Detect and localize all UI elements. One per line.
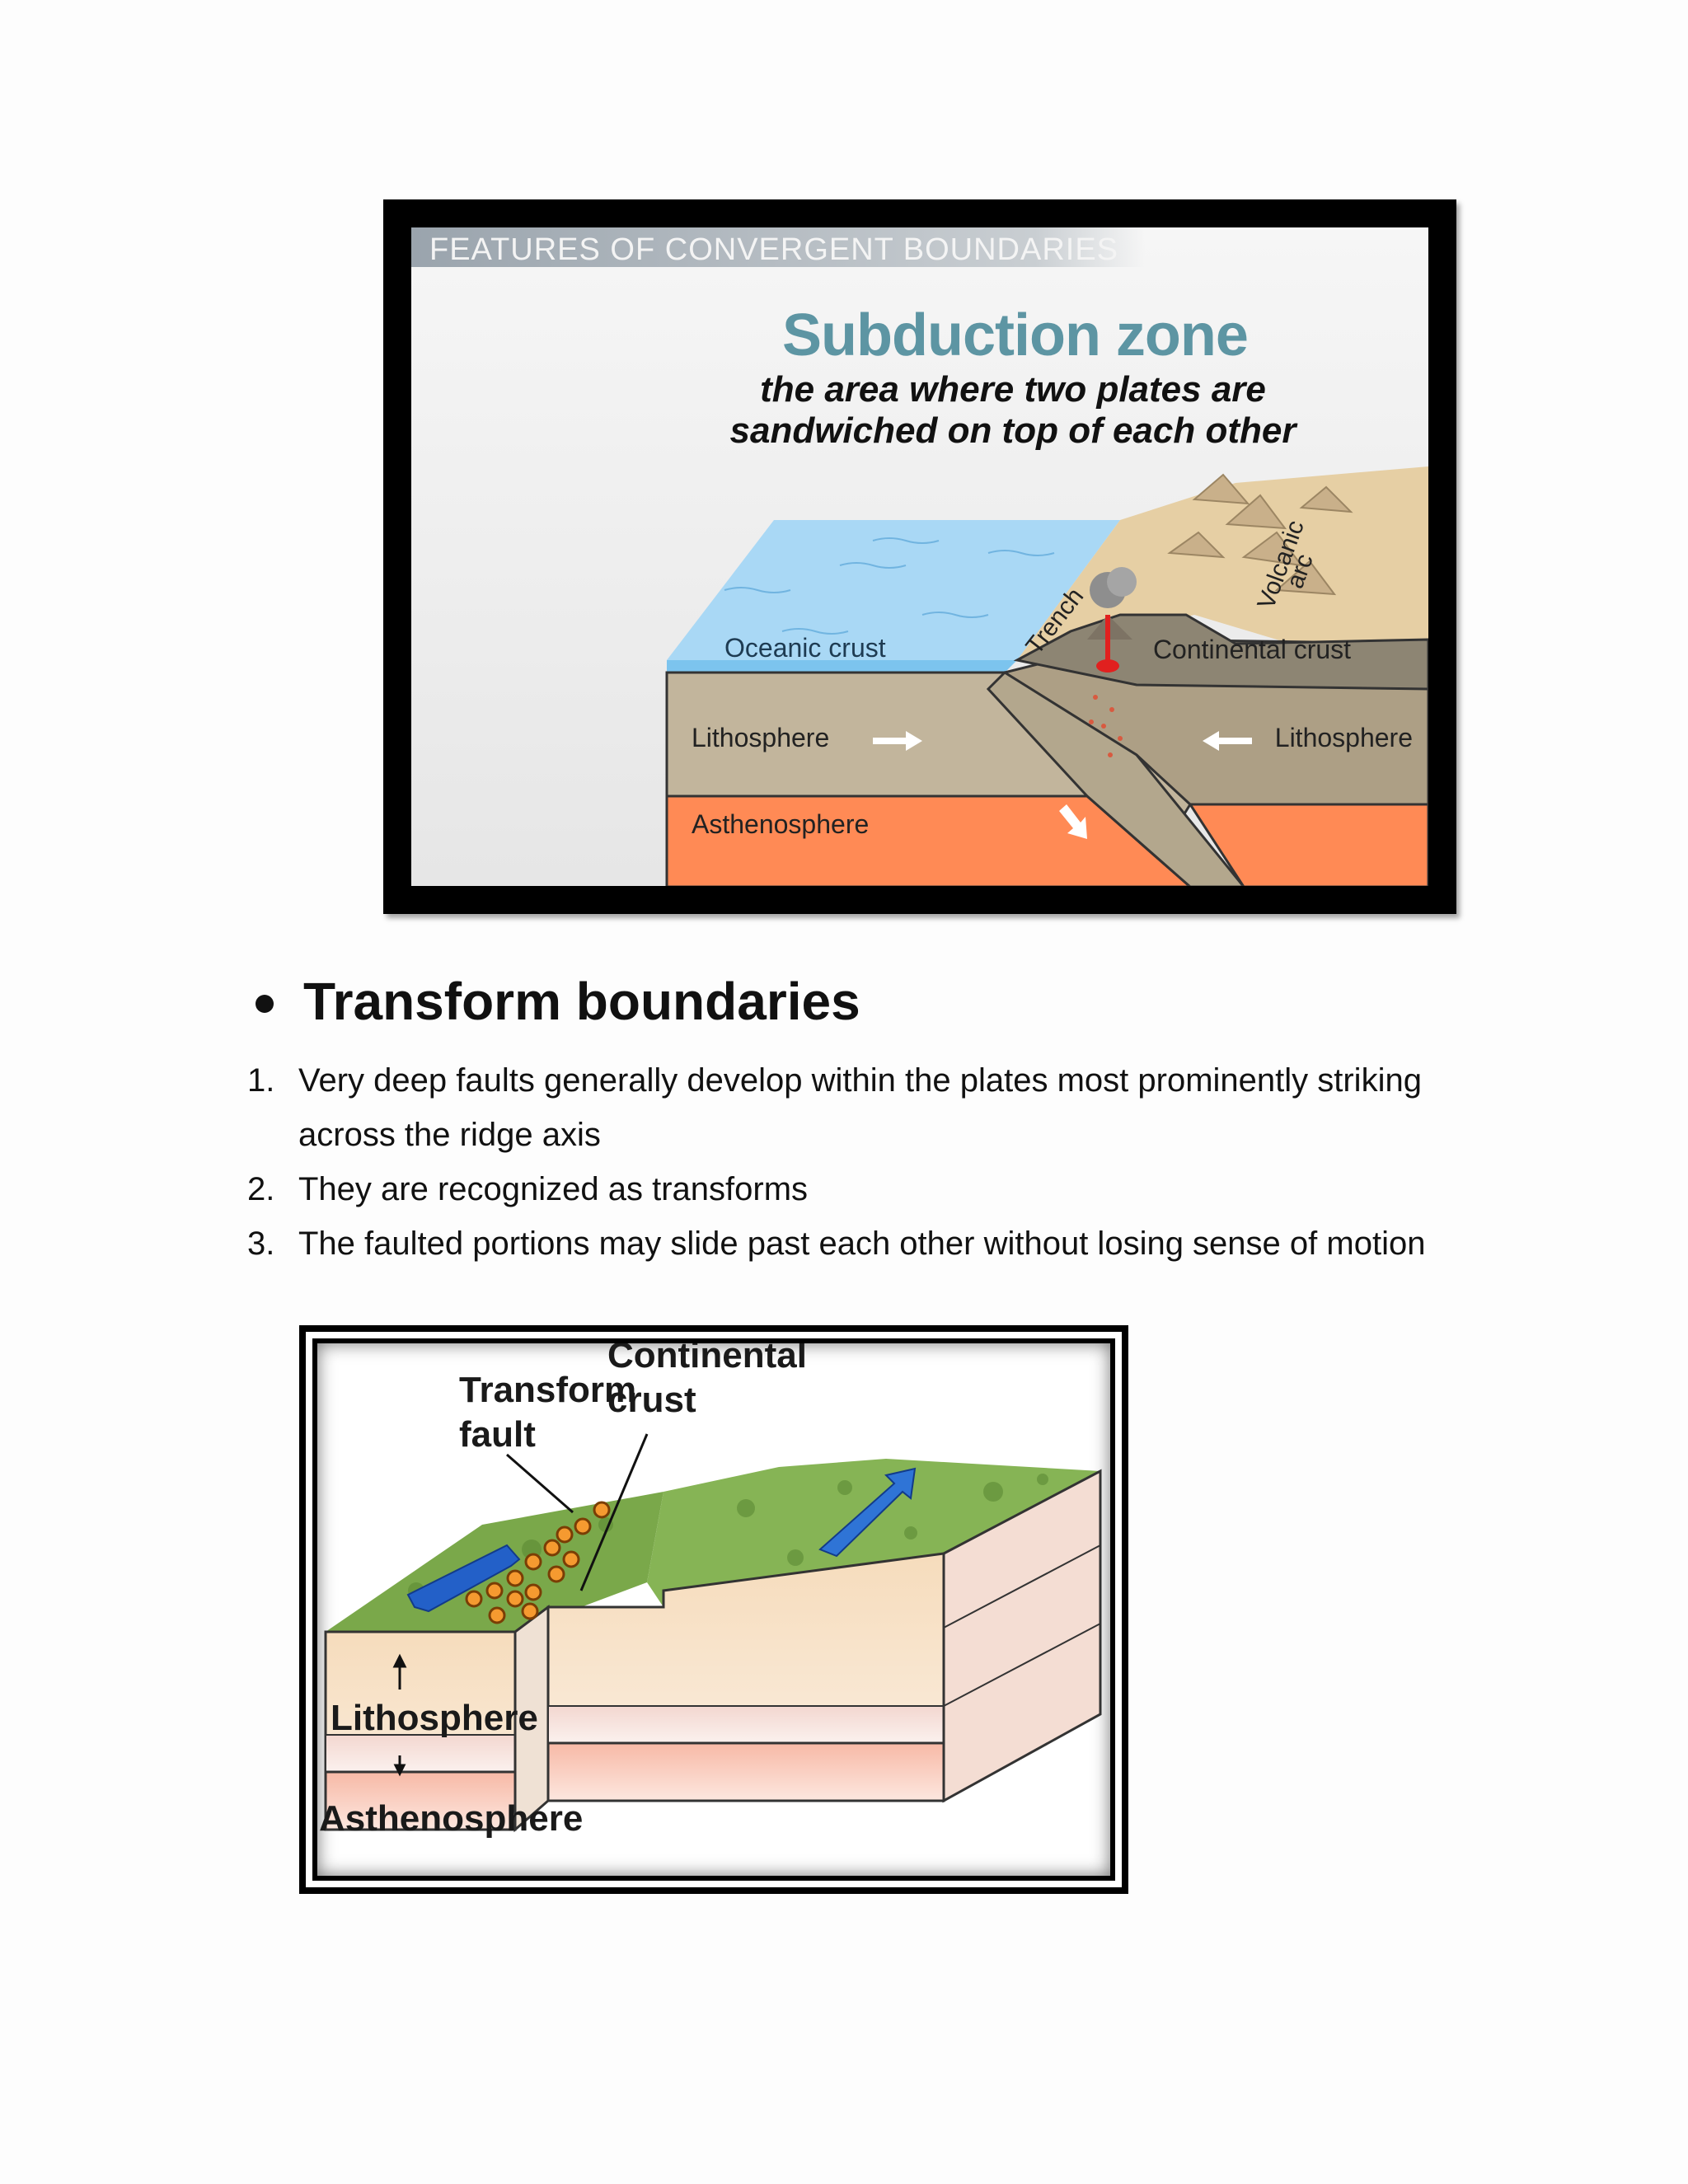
earthquake-foci — [465, 1501, 611, 1624]
continental-crust-pointer — [579, 1433, 649, 1591]
label-asthenosphere: Asthenosphere — [319, 1798, 584, 1839]
section-heading: Transform boundaries — [256, 971, 860, 1032]
slide-banner: FEATURES OF CONVERGENT BOUNDARIES — [411, 227, 1145, 267]
list-item: 2. They are recognized as transforms — [247, 1162, 1484, 1216]
label-crust: crust — [607, 1380, 696, 1420]
list-item-text: They are recognized as transforms — [298, 1171, 809, 1207]
label-oceanic-crust: Oceanic crust — [724, 633, 886, 663]
numbered-list: 1. Very deep faults generally develop wi… — [247, 1053, 1484, 1271]
right-motion-arrow-icon — [818, 1467, 917, 1558]
transform-diagram — [324, 1433, 1102, 1833]
subduction-diagram: Oceanic crust Continental crust Lithosph… — [665, 466, 1428, 886]
magma-dots — [1089, 695, 1123, 757]
ocean-ripples — [724, 537, 1055, 635]
list-item-number: 2. — [247, 1171, 275, 1207]
subducting-slab — [986, 671, 1245, 886]
bullet-icon — [256, 995, 274, 1013]
subduction-zone-figure: FEATURES OF CONVERGENT BOUNDARIES Subduc… — [383, 199, 1456, 914]
asthenosphere-right — [1188, 803, 1428, 886]
list-item-text: The faulted portions may slide past each… — [298, 1226, 1426, 1262]
list-item-number: 1. — [247, 1062, 275, 1099]
transform-diagram-panel: Transform fault Continental crust Lithos… — [317, 1343, 1110, 1876]
transform-fault-pointer — [506, 1453, 574, 1514]
right-block-mid — [547, 1705, 945, 1744]
plate-motion-arrows — [873, 731, 1252, 839]
label-transform: Transform — [459, 1370, 637, 1410]
list-item: 3. The faulted portions may slide past e… — [247, 1216, 1484, 1271]
label-fault: fault — [459, 1414, 536, 1455]
label-asthenosphere: Asthenosphere — [692, 809, 869, 839]
label-lithosphere-right: Lithosphere — [1275, 723, 1413, 752]
transform-boundary-figure: Transform fault Continental crust Lithos… — [299, 1325, 1128, 1894]
list-item: 1. Very deep faults generally develop wi… — [247, 1053, 1484, 1162]
continent-surface — [1017, 466, 1428, 660]
slide-subtitle-line2: sandwiched on top of each other — [729, 410, 1296, 451]
list-item-text: Very deep faults generally develop withi… — [298, 1062, 1422, 1153]
label-lithosphere: Lithosphere — [331, 1698, 538, 1738]
label-lithosphere-left: Lithosphere — [692, 723, 829, 752]
banner-text: FEATURES OF CONVERGENT BOUNDARIES — [429, 232, 1119, 267]
subduction-slide: FEATURES OF CONVERGENT BOUNDARIES Subduc… — [411, 227, 1428, 886]
right-side-face — [942, 1469, 1102, 1803]
ocean-water — [667, 660, 1017, 673]
thickness-arrows-icon — [392, 1653, 407, 1777]
volcanic-arc-mountains — [1167, 473, 1353, 596]
section-heading-text: Transform boundaries — [303, 972, 860, 1031]
ocean-surface — [667, 520, 1120, 660]
grass-texture — [408, 1474, 1048, 1599]
list-item-number: 3. — [247, 1226, 275, 1262]
label-continental: Continental — [607, 1343, 807, 1376]
label-continental-crust: Continental crust — [1153, 635, 1351, 664]
volcano-icon — [1087, 567, 1137, 673]
slide-subtitle-line1: the area where two plates are — [760, 369, 1266, 410]
right-block-asthenosphere — [546, 1741, 945, 1802]
left-motion-arrow-icon — [406, 1544, 521, 1613]
slide-title: Subduction zone — [782, 302, 1249, 368]
